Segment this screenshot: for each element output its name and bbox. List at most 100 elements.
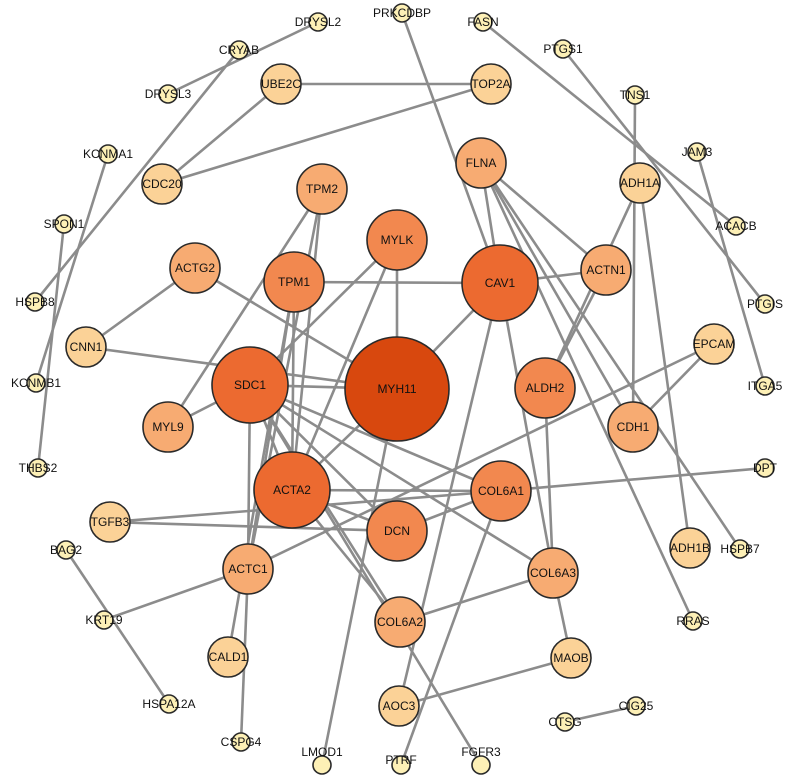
- node-label: DRYSL2: [295, 15, 342, 29]
- node-tns1[interactable]: TNS1: [620, 85, 651, 105]
- edge-myl9-tpm2: [166, 187, 324, 429]
- node-label: TPM1: [278, 275, 310, 289]
- node-ptgis[interactable]: PTGIS: [747, 294, 783, 314]
- node-fasn[interactable]: FASN: [467, 12, 499, 32]
- node-cdh1[interactable]: CDH1: [607, 401, 659, 453]
- node-label: TOP2A: [471, 77, 510, 91]
- node-ptgs1[interactable]: PTGS1: [543, 39, 583, 59]
- edge-tpm2-acta2: [290, 187, 324, 492]
- node-maob[interactable]: MAOB: [550, 637, 592, 679]
- node-ctsg[interactable]: CTSG: [548, 712, 582, 732]
- node-label: TPM2: [306, 182, 338, 196]
- node-kcnma1[interactable]: KCNMA1: [83, 144, 133, 164]
- node-tgfb3[interactable]: TGFB3: [89, 501, 131, 543]
- node-myl9[interactable]: MYL9: [142, 401, 194, 453]
- node-cdc20[interactable]: CDC20: [141, 163, 183, 205]
- node-circle: [553, 39, 573, 59]
- node-rras[interactable]: RRAS: [676, 611, 710, 631]
- edge-col6a3-col6a2: [398, 571, 555, 624]
- edge-mylk-acta2: [290, 238, 399, 492]
- node-label: ALDH2: [526, 381, 565, 395]
- node-bag2[interactable]: BAG2: [50, 540, 82, 560]
- node-actc1[interactable]: ACTC1: [222, 543, 274, 595]
- node-myh11[interactable]: MYH11: [344, 336, 450, 442]
- node-dpt[interactable]: DPT: [753, 458, 778, 478]
- node-label: MYL9: [152, 420, 184, 434]
- node-mylk[interactable]: MYLK: [366, 209, 428, 271]
- node-label: THBS2: [19, 461, 58, 475]
- node-ube2c[interactable]: UBE2C: [260, 63, 302, 105]
- node-cryab[interactable]: CRYAB: [219, 40, 259, 60]
- edge-adh1a-adh1b: [638, 181, 692, 550]
- node-sdc1[interactable]: SDC1: [211, 346, 289, 424]
- node-hspb8[interactable]: HSPB8: [15, 292, 55, 312]
- node-fgfr3[interactable]: FGFR3: [461, 745, 501, 775]
- node-hspa12a[interactable]: HSPA12A: [142, 694, 196, 714]
- node-circle: [755, 376, 775, 396]
- node-ptrf[interactable]: PTRF: [385, 753, 417, 775]
- node-cspg4[interactable]: CSPG4: [221, 732, 262, 752]
- edge-lmod1-myh11: [320, 387, 399, 767]
- node-circle: [625, 85, 645, 105]
- node-label: ITGA5: [748, 379, 783, 393]
- node-tpm2[interactable]: TPM2: [296, 163, 348, 215]
- node-circle: [514, 357, 576, 419]
- node-adh1a[interactable]: ADH1A: [619, 162, 661, 204]
- node-top2a[interactable]: TOP2A: [470, 63, 512, 105]
- node-acta2[interactable]: ACTA2: [253, 451, 331, 529]
- node-cig25[interactable]: CIG25: [619, 696, 654, 716]
- node-spon1[interactable]: SPON1: [44, 214, 85, 234]
- node-actg2[interactable]: ACTG2: [169, 242, 221, 294]
- node-epcam[interactable]: EPCAM: [693, 323, 736, 365]
- edge-flna-cdh1: [479, 161, 635, 429]
- node-circle: [25, 292, 45, 312]
- edge-prkcdbp-cav1: [400, 11, 502, 285]
- node-label: MYLK: [381, 233, 414, 247]
- node-hspb7[interactable]: HSPB7: [720, 539, 760, 559]
- node-circle: [312, 755, 332, 775]
- node-circle: [378, 685, 420, 727]
- node-circle: [344, 336, 450, 442]
- node-circle: [687, 142, 707, 162]
- node-jam3[interactable]: JAM3: [682, 142, 713, 162]
- node-kcnmb1[interactable]: KCNMB1: [11, 373, 61, 393]
- node-circle: [253, 451, 331, 529]
- node-circle: [56, 540, 76, 560]
- node-dcn[interactable]: DCN: [366, 500, 428, 562]
- node-thbs2[interactable]: THBS2: [19, 458, 58, 478]
- node-itga5[interactable]: ITGA5: [748, 376, 783, 396]
- node-label: MYH11: [377, 382, 416, 396]
- node-tpm1[interactable]: TPM1: [263, 251, 325, 313]
- node-actn1[interactable]: ACTN1: [580, 244, 632, 296]
- node-lmod1[interactable]: LMOD1: [301, 745, 343, 775]
- node-cnn1[interactable]: CNN1: [65, 326, 107, 368]
- node-circle: [158, 84, 178, 104]
- node-label: MAOB: [553, 651, 588, 665]
- node-drysl3[interactable]: DRYSL3: [145, 84, 192, 104]
- node-cav1[interactable]: CAV1: [461, 244, 539, 322]
- node-krt19[interactable]: KRT19: [85, 610, 123, 630]
- node-acacb[interactable]: ACACB: [715, 216, 757, 236]
- edge-col6a3-sdc1: [248, 383, 555, 575]
- node-circle: [26, 373, 46, 393]
- node-circle: [141, 163, 183, 205]
- node-col6a1[interactable]: COL6A1: [470, 460, 532, 522]
- edge-spon1-thbs2: [36, 222, 66, 470]
- node-circle: [580, 244, 632, 296]
- node-circle: [755, 458, 775, 478]
- node-drysl2[interactable]: DRYSL2: [295, 12, 342, 32]
- node-adh1b[interactable]: ADH1B: [669, 527, 711, 569]
- node-label: TGFB3: [91, 515, 130, 529]
- edge-flna-rras: [479, 161, 695, 623]
- node-flna[interactable]: FLNA: [455, 137, 507, 189]
- edge-tns1-cdh1: [631, 93, 637, 429]
- node-label: PTGS1: [543, 42, 583, 56]
- edge-bag2-hspa12a: [64, 548, 171, 706]
- node-cald1[interactable]: CALD1: [207, 636, 249, 678]
- node-aldh2[interactable]: ALDH2: [514, 357, 576, 419]
- node-col6a3[interactable]: COL6A3: [527, 547, 579, 599]
- node-col6a2[interactable]: COL6A2: [374, 596, 426, 648]
- node-prkcdbp[interactable]: PRKCDBP: [373, 3, 431, 23]
- node-aoc3[interactable]: AOC3: [378, 685, 420, 727]
